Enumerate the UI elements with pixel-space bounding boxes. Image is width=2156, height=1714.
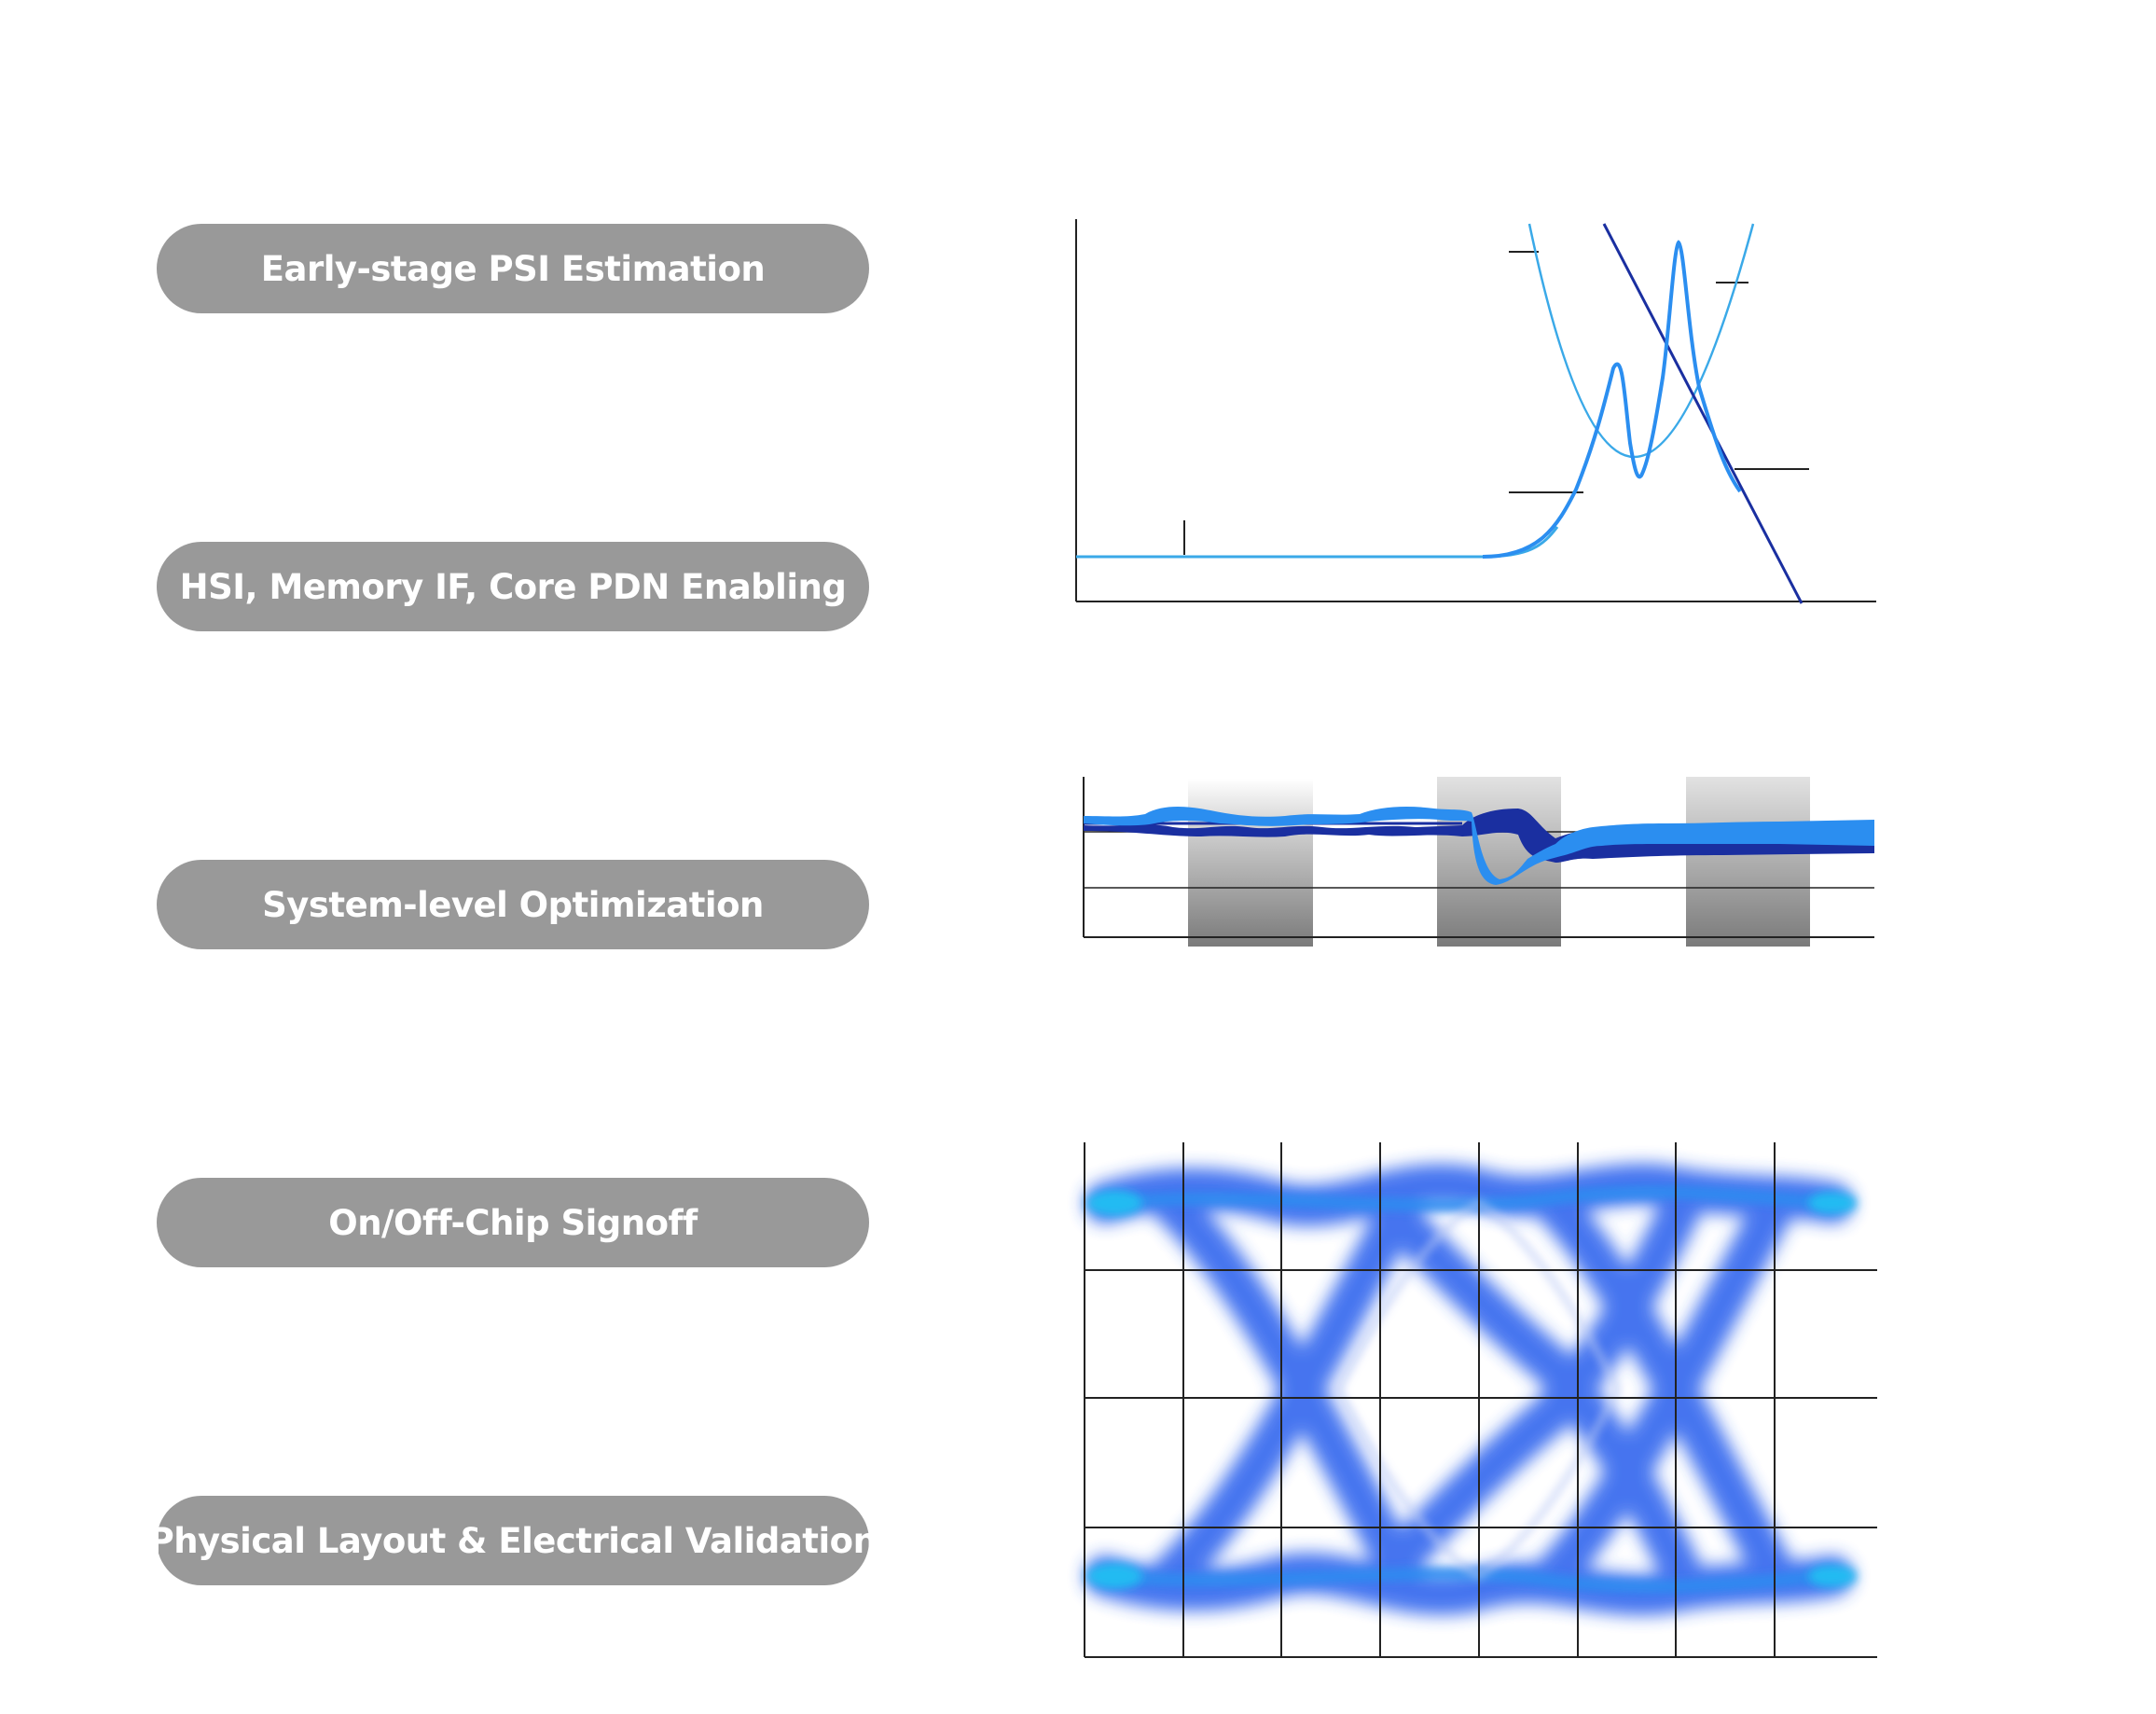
falling-line (1602, 223, 1804, 604)
pill-system-level-optimization: System-level Optimization (157, 860, 869, 949)
power-noise-waveform-chart-icon (1083, 777, 1874, 947)
bar-band (1686, 777, 1810, 947)
pill-hsi-memory-core-pdn: HSI, Memory IF, Core PDN Enabling (157, 542, 869, 631)
eye-pattern (1085, 1163, 1853, 1616)
eye-grid (1084, 1142, 1877, 1658)
pill-signoff: On/Off-Chip Signoff (157, 1178, 869, 1267)
pill-early-stage-psi: Early-stage PSI Estimation (157, 224, 869, 313)
impedance-profile-chart-icon (1075, 219, 1876, 604)
resonance-curve (1482, 240, 1742, 559)
parabola-curve (1527, 223, 1755, 459)
pill-physical-layout-validation: Physical Layout & Electrical Validation (149, 1496, 878, 1585)
eye-diagram-chart-icon (1084, 1142, 1877, 1658)
eye-crossing-highlight (1086, 1190, 1857, 1589)
waveform-bright (1084, 807, 1874, 885)
baseline-curve (1076, 526, 1559, 559)
bar-band (1437, 777, 1561, 947)
bar-band (1188, 779, 1313, 947)
waveform-dark (1084, 809, 1874, 863)
